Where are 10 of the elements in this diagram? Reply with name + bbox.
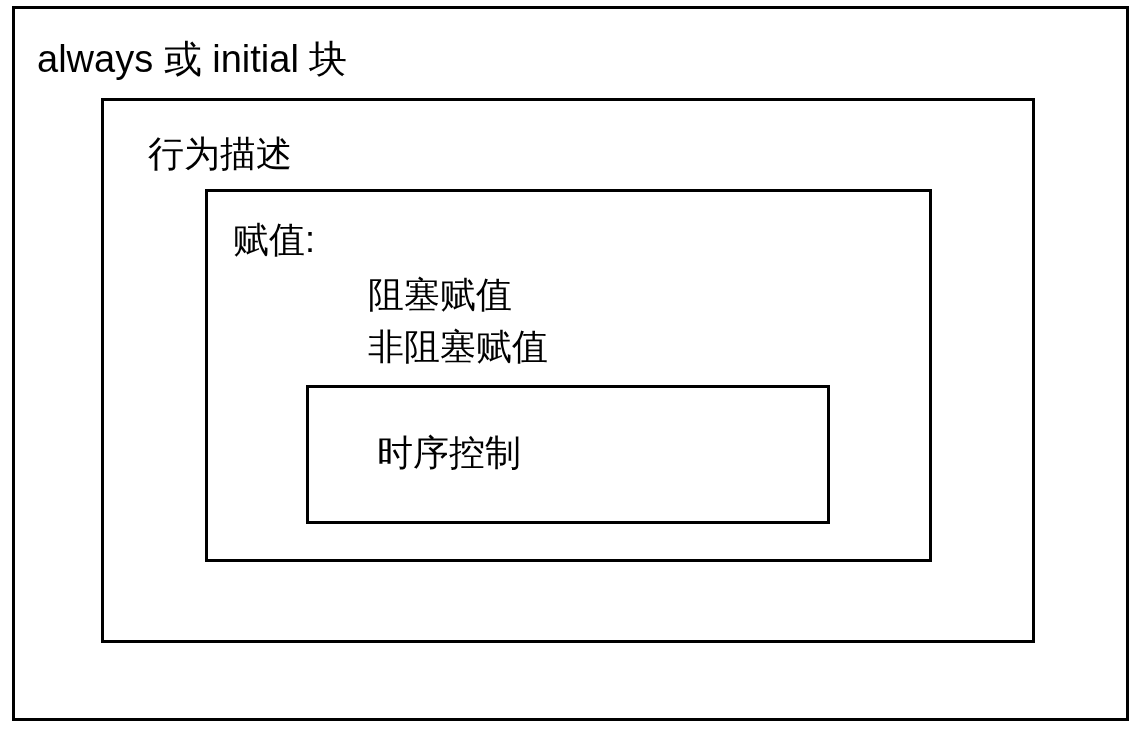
box-title: 行为描述 <box>148 136 292 172</box>
box-title: 赋值: <box>233 222 315 258</box>
inner-box <box>205 189 932 562</box>
middle-box <box>101 98 1035 643</box>
box-title: 时序控制 <box>377 435 521 471</box>
outer-box <box>12 6 1129 721</box>
box-title: always 或 initial 块 <box>37 40 348 78</box>
box-text: 非阻塞赋值 <box>368 329 548 365</box>
box-text: 阻塞赋值 <box>368 277 512 313</box>
innermost-box <box>306 385 830 524</box>
